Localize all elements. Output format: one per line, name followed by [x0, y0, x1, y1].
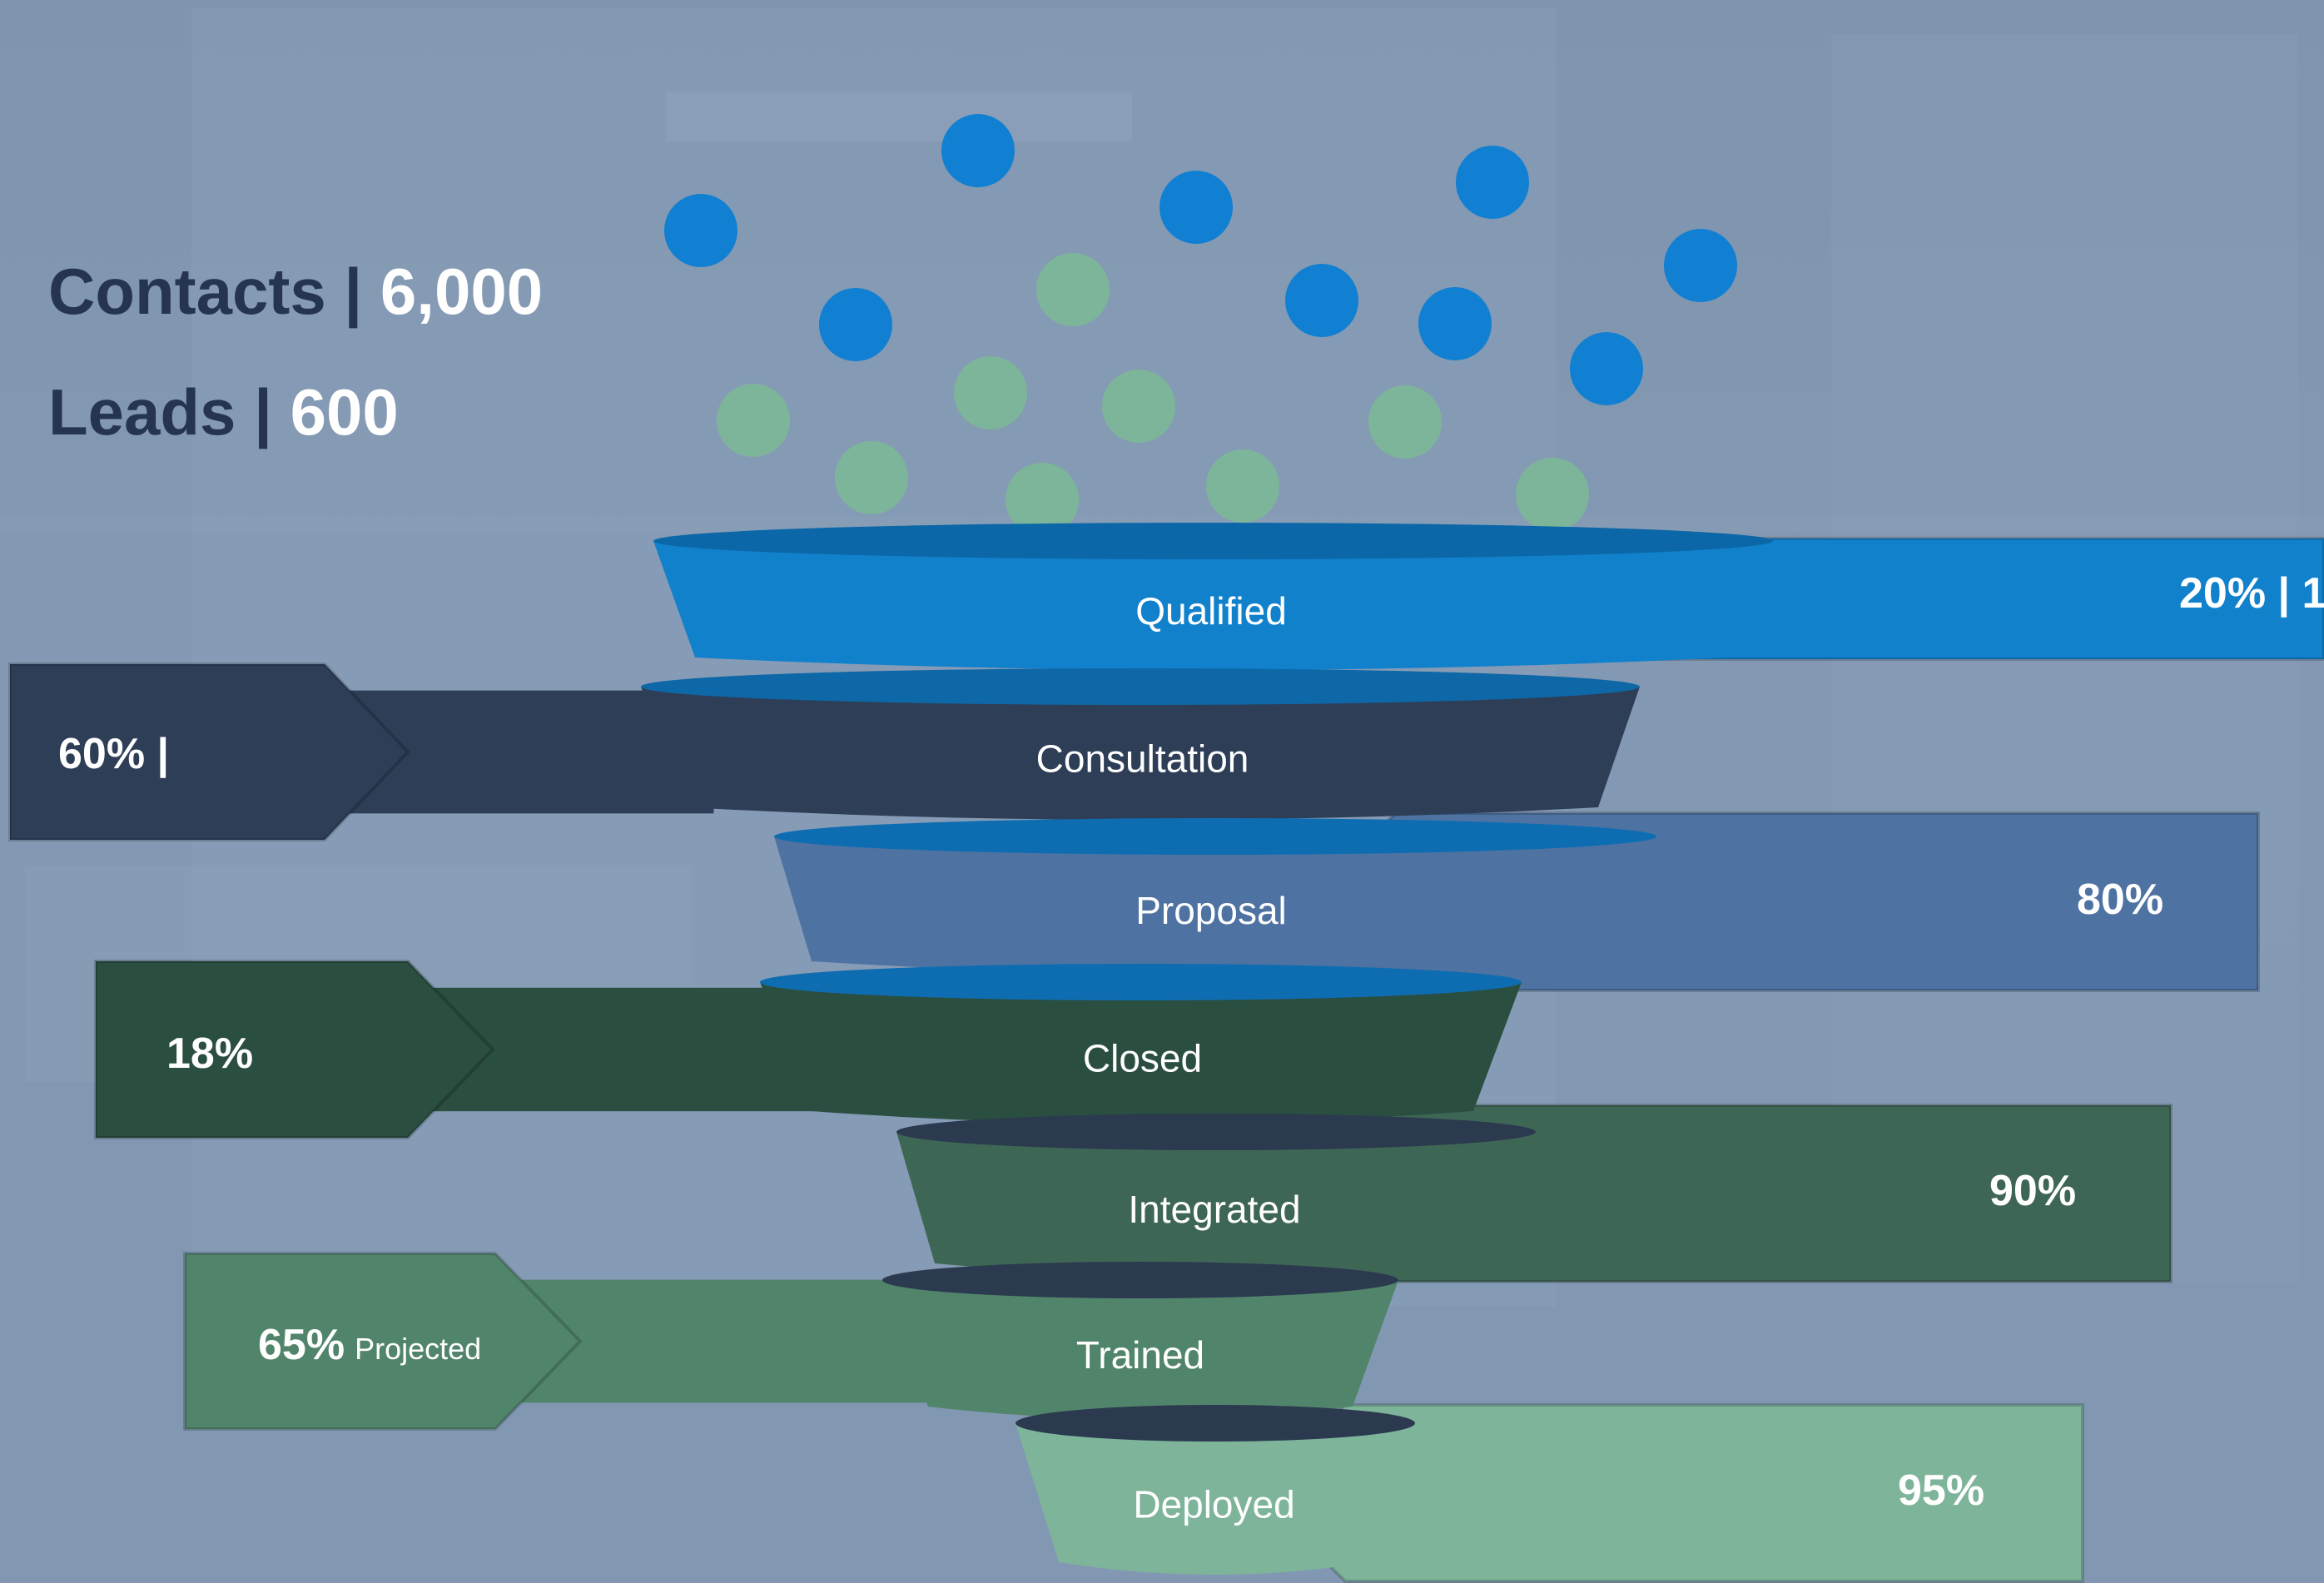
dot-green-9: [1036, 253, 1110, 326]
stage-value-qualified: 20% | 120: [2179, 569, 2324, 618]
funnel-layer-proposal: [774, 836, 1656, 974]
funnel-layers: QualifiedConsultationProposalClosedInteg…: [641, 523, 1773, 1575]
dot-blue-5: [819, 288, 892, 361]
funnel-label-integrated: Integrated: [1128, 1188, 1300, 1231]
funnel-rim-integrated: [896, 1114, 1536, 1150]
stage-arrow-closed: [96, 961, 493, 1138]
funnel-label-trained: Trained: [1076, 1333, 1204, 1377]
stage-value-text: 65%: [258, 1321, 345, 1369]
stage-value-text: 60% |: [58, 730, 169, 778]
funnel-label-qualified: Qualified: [1135, 589, 1287, 633]
contacts-label: Contacts: [48, 255, 326, 328]
funnel-layer-qualified: [653, 541, 1773, 670]
funnel-rim-trained: [882, 1262, 1398, 1298]
stage-arrow-outline-trained: [183, 1252, 583, 1431]
dot-blue-8: [1570, 332, 1643, 405]
dot-blue-7: [1418, 287, 1492, 360]
dot-blue-2: [1160, 171, 1233, 244]
leads-separator: |: [254, 375, 272, 449]
funnel-rim-consultation: [641, 668, 1640, 705]
leads-stat: Leads | 600: [48, 375, 399, 450]
funnel-layer-trained: [882, 1280, 1398, 1419]
stage-value-text: 18%: [166, 1030, 253, 1078]
funnel-rim-closed: [760, 964, 1522, 1000]
stage-value-text: 90%: [1989, 1167, 2076, 1215]
funnel-layer-closed: [760, 982, 1522, 1124]
stage-value-proposal: 80%: [2077, 876, 2163, 924]
dot-green-13: [1368, 385, 1442, 459]
funnel-rim-qualified: [653, 523, 1773, 559]
stage-arrow-consultation: [10, 664, 408, 840]
dot-green-14: [835, 441, 908, 514]
dot-green-12: [1102, 370, 1175, 443]
leads-value: 600: [290, 375, 399, 449]
funnel-layer-deployed: [1016, 1423, 1415, 1575]
stage-value-integrated: 90%: [1989, 1167, 2076, 1215]
stage-value-deployed: 95%: [1898, 1466, 1984, 1515]
dot-blue-0: [664, 194, 737, 267]
funnel-rim-deployed: [1016, 1405, 1415, 1442]
stage-arrow-deployed: [1257, 1405, 2083, 1581]
contacts-value: 6,000: [380, 255, 544, 328]
funnel-label-deployed: Deployed: [1133, 1483, 1294, 1526]
stage-value-closed: 18%: [166, 1030, 253, 1078]
stage-arrow-outline-consultation: [8, 662, 410, 841]
dot-blue-4: [1664, 229, 1737, 302]
dot-blue-3: [1456, 146, 1529, 219]
stage-value-text: 20% | 120: [2179, 569, 2324, 618]
dot-green-17: [1516, 458, 1589, 531]
stage-note-text: Projected: [355, 1332, 481, 1366]
stage-value-trained: 65% Projected: [258, 1321, 481, 1369]
stage-value-consultation: 60% |: [58, 730, 169, 778]
dot-green-15: [1006, 463, 1079, 536]
dot-blue-1: [941, 114, 1015, 187]
stage-value-text: 95%: [1898, 1466, 1984, 1515]
funnel-label-proposal: Proposal: [1135, 889, 1287, 932]
dot-green-16: [1206, 449, 1279, 523]
dot-blue-6: [1285, 264, 1358, 337]
dot-green-10: [717, 384, 790, 457]
funnel-label-closed: Closed: [1083, 1037, 1202, 1080]
stage-value-text: 80%: [2077, 876, 2163, 924]
funnel-layer-consultation: [641, 687, 1640, 820]
contacts-stat: Contacts | 6,000: [48, 254, 543, 330]
contacts-separator: |: [344, 255, 363, 328]
funnel-rim-proposal: [774, 818, 1656, 855]
stage-arrow-outline-closed: [94, 960, 495, 1139]
dot-green-11: [954, 356, 1027, 429]
funnel-layer-integrated: [896, 1132, 1536, 1276]
stage-arrow-trained: [185, 1253, 580, 1429]
funnel-label-consultation: Consultation: [1036, 737, 1249, 781]
leads-label: Leads: [48, 375, 236, 449]
falling-dots: [664, 114, 1737, 536]
